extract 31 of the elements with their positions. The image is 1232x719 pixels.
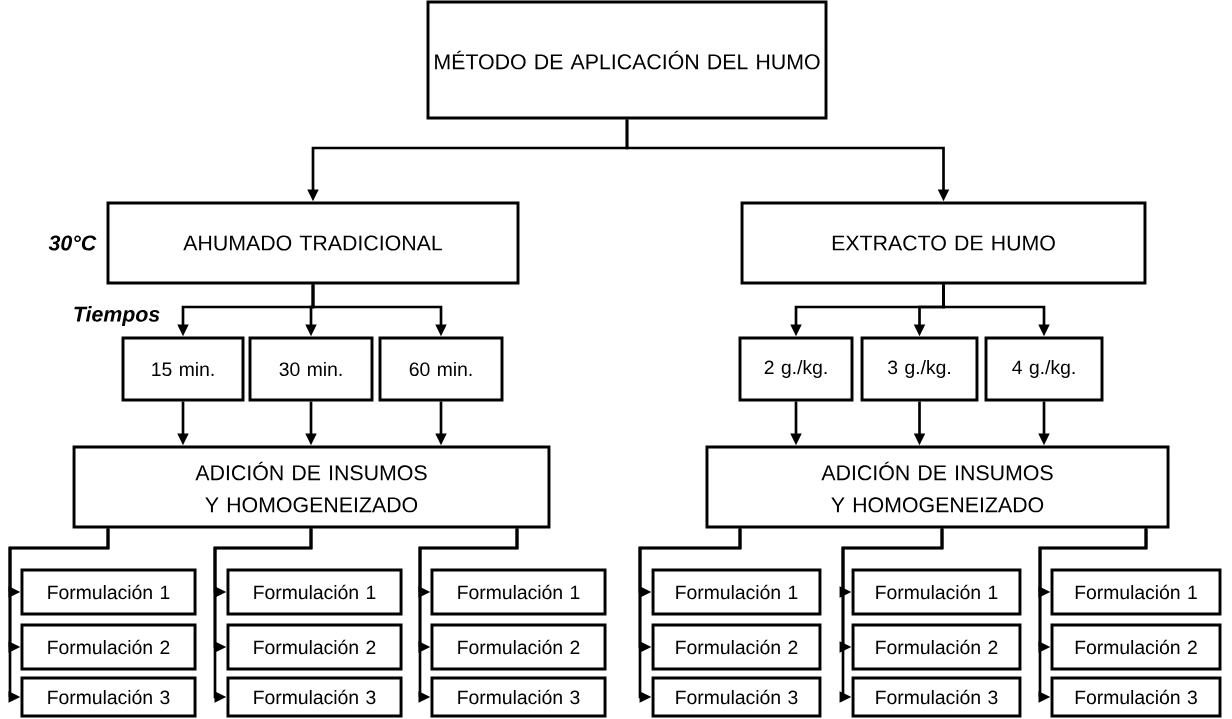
process-box: AHUMADO TRADICIONAL [106,201,520,285]
process-box: Formulación 1 [226,568,403,616]
process-box: 2 g./kg. [738,336,854,402]
process-box: Formulación 3 [226,676,403,718]
process-box: ADICIÓN DE INSUMOS Y HOMOGENEIZADO [705,445,1170,529]
process-box: 60 min. [378,336,504,402]
process-box: 4 g./kg. [984,336,1104,402]
process-box: Formulación 1 [651,568,822,616]
process-box: MÉTODO DE APLICACIÓN DEL HUMO [426,0,828,120]
process-box: Formulación 1 [1050,568,1222,616]
process-box: Formulación 3 [430,676,607,718]
beside-label: 30°C [48,235,97,251]
process-box: Formulación 2 [851,623,1022,671]
process-box: Formulación 1 [430,568,607,616]
process-box: ADICIÓN DE INSUMOS Y HOMOGENEIZADO [72,445,551,529]
process-box: Formulación 1 [20,568,197,616]
process-box: 30 min. [248,336,374,402]
process-box: Formulación 2 [1050,623,1222,671]
process-box: Formulación 3 [651,676,822,718]
process-box: Formulación 3 [20,676,197,718]
process-box: Formulación 2 [651,623,822,671]
process-box: Formulación 1 [851,568,1022,616]
process-box: EXTRACTO DE HUMO [740,201,1147,285]
process-box: Formulación 2 [430,623,607,671]
process-box: Formulación 2 [20,623,197,671]
note-label: Tiempos [74,306,160,326]
process-box: Formulación 2 [226,623,403,671]
process-box: 3 g./kg. [860,336,979,402]
process-box: 15 min. [121,336,245,402]
process-box: Formulación 3 [851,676,1022,718]
process-box: Formulación 3 [1050,676,1222,718]
